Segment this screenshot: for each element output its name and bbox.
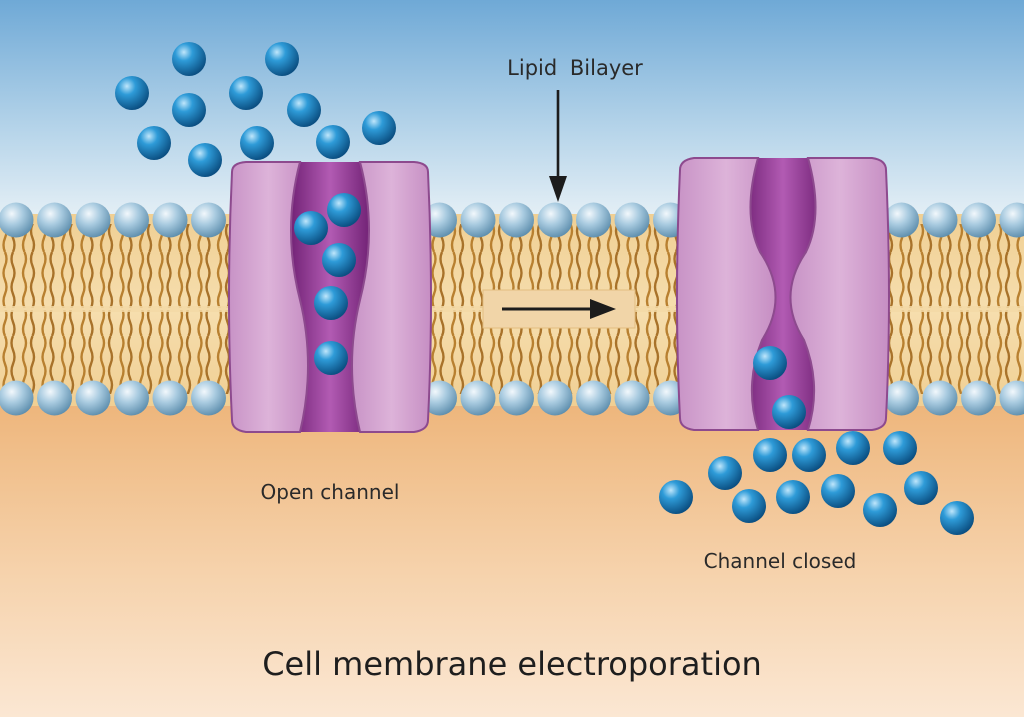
- ion: [322, 243, 356, 277]
- ion: [863, 493, 897, 527]
- ion: [327, 193, 361, 227]
- open-channel-label: Open channel: [260, 480, 400, 504]
- lipid-head: [75, 380, 111, 416]
- ion: [316, 125, 350, 159]
- lipid-bilayer-label: Lipid Bilayer: [507, 56, 643, 80]
- ion: [708, 456, 742, 490]
- ion: [314, 286, 348, 320]
- ion: [287, 93, 321, 127]
- lipid-head: [37, 380, 72, 416]
- ion: [265, 42, 299, 76]
- lipid-head: [537, 202, 573, 238]
- lipid-head: [75, 202, 111, 238]
- lipid-head: [537, 380, 573, 416]
- lipid-head: [884, 380, 919, 416]
- lipid-head: [460, 202, 496, 238]
- lipid-head: [614, 380, 650, 416]
- lipid-head: [114, 202, 149, 238]
- closed-channel-right-subunit: [789, 157, 890, 431]
- lipid-head: [576, 202, 611, 238]
- ion: [188, 143, 222, 177]
- ions: [115, 42, 974, 535]
- ion: [940, 501, 974, 535]
- lipid-head: [961, 202, 996, 238]
- ion: [792, 438, 826, 472]
- lipid-head: [0, 202, 34, 238]
- ion: [883, 431, 917, 465]
- bottom-headgroups: [0, 380, 1024, 416]
- ion: [362, 111, 396, 145]
- diagram-title: Cell membrane electroporation: [262, 645, 762, 683]
- lipid-head: [191, 380, 226, 416]
- right-arrow-icon: [590, 299, 616, 319]
- ion: [314, 341, 348, 375]
- lipid-head: [922, 202, 958, 238]
- ion: [776, 480, 810, 514]
- membrane-arrow: [482, 289, 636, 329]
- lipid-head: [499, 202, 534, 238]
- lipid-head: [422, 380, 457, 416]
- ion: [172, 93, 206, 127]
- lipid-head: [37, 202, 72, 238]
- open-channel-right-subunit: [351, 161, 432, 433]
- ion: [772, 395, 806, 429]
- lipid-head: [999, 380, 1024, 416]
- lipid-head: [152, 202, 188, 238]
- lipid-pointer: [549, 90, 567, 202]
- ion: [240, 126, 274, 160]
- top-headgroups: [0, 202, 1024, 238]
- ion: [172, 42, 206, 76]
- ion: [137, 126, 171, 160]
- ion: [659, 480, 693, 514]
- lipid-head: [499, 380, 534, 416]
- channel-closed-label: Channel closed: [703, 549, 857, 573]
- lipid-head: [152, 380, 188, 416]
- ion: [836, 431, 870, 465]
- open-channel-left-subunit: [228, 161, 309, 433]
- ion: [821, 474, 855, 508]
- closed-channel: [676, 157, 890, 431]
- ion: [904, 471, 938, 505]
- ion: [229, 76, 263, 110]
- ion: [753, 346, 787, 380]
- ion: [115, 76, 149, 110]
- down-arrow-icon: [549, 176, 567, 202]
- lipid-head: [460, 380, 496, 416]
- lipid-head: [884, 202, 919, 238]
- ion: [753, 438, 787, 472]
- ion: [732, 489, 766, 523]
- ion: [294, 211, 328, 245]
- lipid-head: [961, 380, 996, 416]
- lipid-head: [576, 380, 611, 416]
- lipid-head: [922, 380, 958, 416]
- lipid-head: [0, 380, 34, 416]
- lipid-head: [614, 202, 650, 238]
- lipid-head: [999, 202, 1024, 238]
- lipid-head: [191, 202, 226, 238]
- lipid-head: [114, 380, 149, 416]
